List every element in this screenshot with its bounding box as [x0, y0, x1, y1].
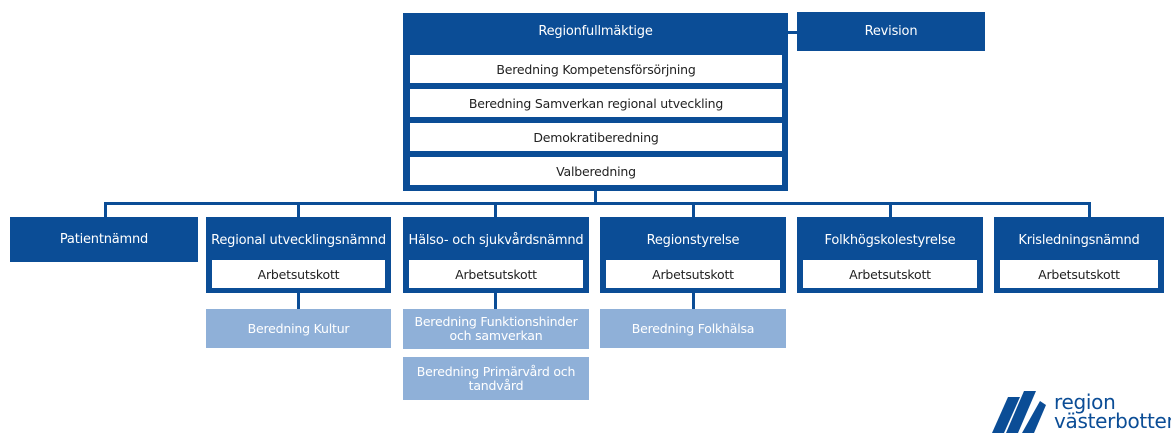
- board-2-arbetsutskott: Arbetsutskott: [212, 260, 385, 288]
- connector-top-revision: [788, 31, 798, 34]
- connector-drop-1: [104, 202, 107, 218]
- sub-valberedning: Valberedning: [410, 157, 782, 185]
- board-title: Regional utvecklingsnämnd: [211, 233, 386, 248]
- board-3-beredning-primarvard: Beredning Primärvård och tandvård: [403, 357, 589, 400]
- board-3-arbetsutskott: Arbetsutskott: [409, 260, 583, 288]
- connector-drop-3: [494, 202, 497, 218]
- sub-kompetensforsorjning: Beredning Kompetensförsörjning: [410, 55, 782, 83]
- logo-mark-icon: [992, 391, 1046, 433]
- board-3-beredning-funktionshinder: Beredning Funktionshinder och samverkan: [403, 309, 589, 349]
- connector-extra-3: [494, 292, 497, 310]
- connector-top-down: [594, 190, 597, 204]
- board-title: Hälso- och sjukvårdsnämnd: [408, 233, 584, 248]
- connector-drop-2: [297, 202, 300, 218]
- sub-samverkan-regional-utveckling: Beredning Samverkan regional utveckling: [410, 89, 782, 117]
- board-title: Regionstyrelse: [646, 233, 740, 248]
- board-2-beredning-kultur: Beredning Kultur: [206, 309, 391, 348]
- board-6-arbetsutskott: Arbetsutskott: [1000, 260, 1158, 288]
- logo-line-1: region: [1054, 390, 1116, 414]
- board-4-arbetsutskott: Arbetsutskott: [606, 260, 780, 288]
- board-patientnamnd: Patientnämnd: [10, 217, 198, 262]
- board-title: Folkhögskolestyrelse: [824, 233, 956, 248]
- connector-drop-4: [692, 202, 695, 218]
- revision-box: Revision: [797, 12, 985, 51]
- connector-horizontal-bus: [104, 202, 1091, 205]
- regionfullmaktige-title: Regionfullmäktige: [538, 24, 653, 39]
- connector-extra-4: [692, 292, 695, 310]
- board-4-beredning-folkhalsa: Beredning Folkhälsa: [600, 309, 786, 348]
- logo-line-2: västerbotten: [1054, 409, 1171, 433]
- region-vasterbotten-logo: region västerbotten: [990, 390, 1171, 434]
- connector-extra-2: [297, 292, 300, 310]
- connector-drop-6: [1088, 202, 1091, 218]
- board-5-arbetsutskott: Arbetsutskott: [803, 260, 977, 288]
- board-title: Krisledningsnämnd: [1018, 233, 1140, 248]
- connector-drop-5: [889, 202, 892, 218]
- sub-demokratiberedning: Demokratiberedning: [410, 123, 782, 151]
